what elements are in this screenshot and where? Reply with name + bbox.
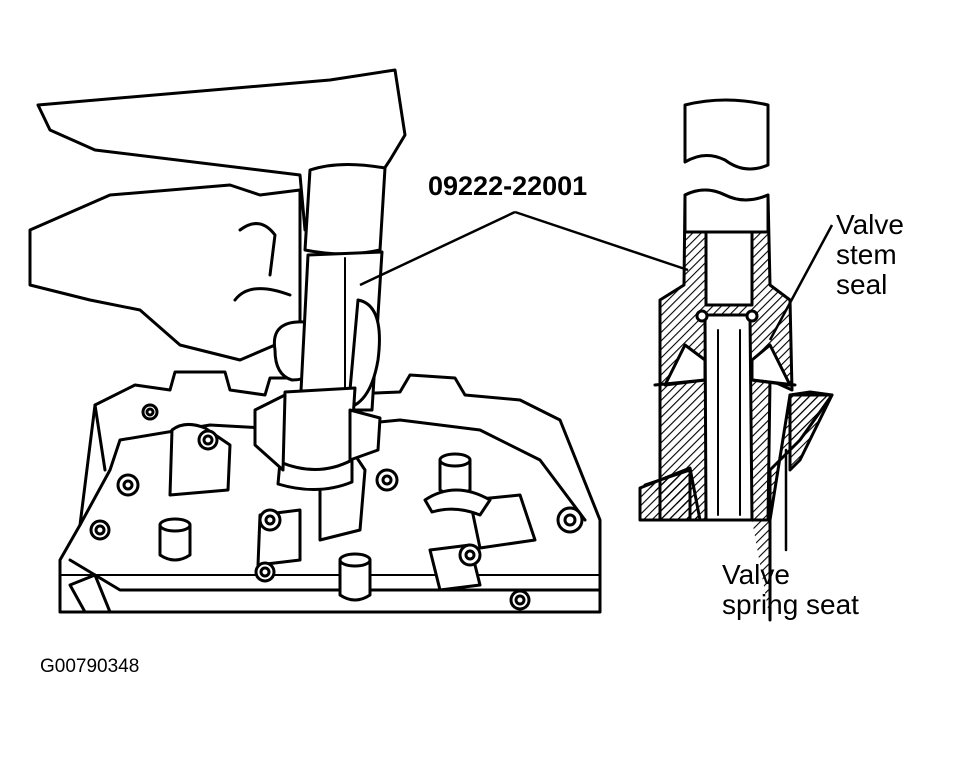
tool-and-hand-drawing — [28, 68, 407, 492]
leader-to-right-tool — [514, 210, 689, 272]
valve-spring-seat-label: Valve spring seat — [722, 559, 859, 621]
section-view-drawing — [638, 98, 834, 622]
leader-to-stem-seal — [768, 224, 834, 341]
leader-to-left-tool — [359, 210, 516, 287]
figure-id-label: G00790348 — [40, 656, 140, 677]
leader-lines — [359, 210, 834, 341]
cylinder-head-drawing — [58, 370, 602, 614]
part-number-label: 09222-22001 — [428, 171, 588, 201]
valve-stem-seal-label: Valve stem seal — [836, 209, 904, 301]
